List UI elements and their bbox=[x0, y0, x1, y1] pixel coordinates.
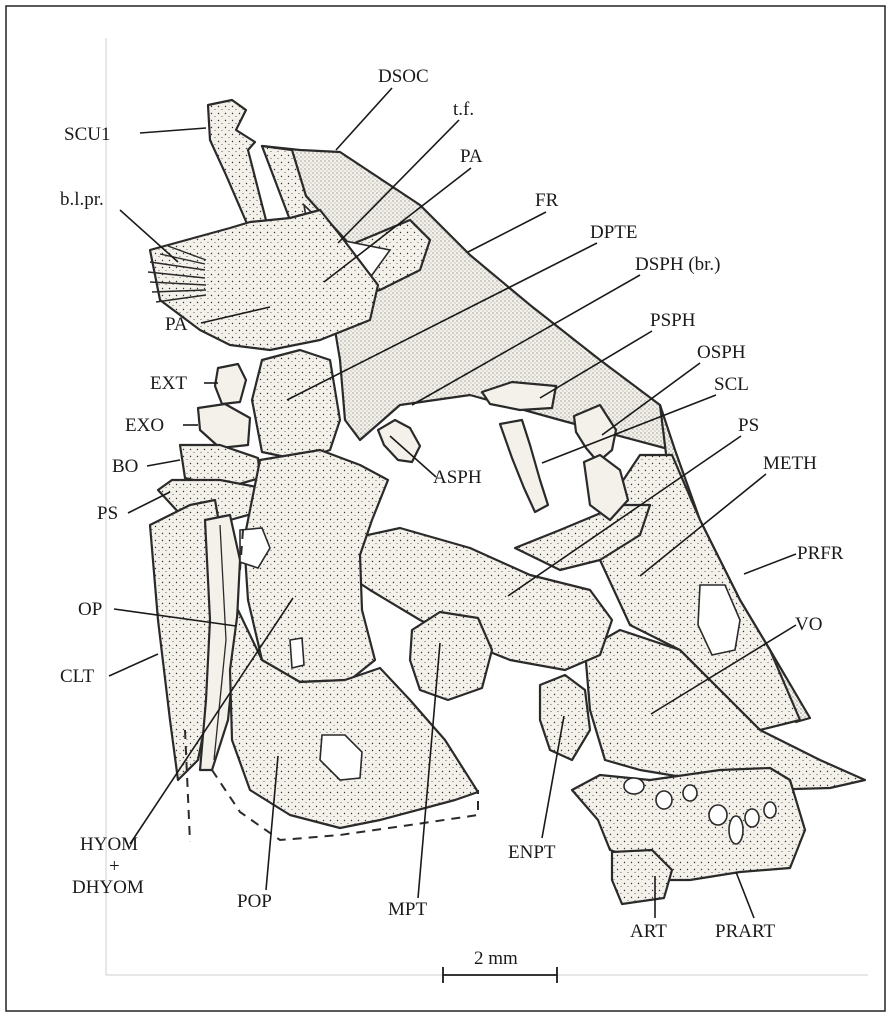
label-clt: CLT bbox=[60, 666, 95, 687]
label-bo: BO bbox=[112, 456, 138, 477]
label-dsoc: DSOC bbox=[378, 66, 429, 87]
label-pop: POP bbox=[237, 891, 272, 912]
label-pa-top: PA bbox=[460, 146, 483, 167]
extrascapular-bone bbox=[215, 364, 246, 404]
label-prart: PRART bbox=[715, 921, 775, 942]
label-enpt: ENPT bbox=[508, 842, 556, 863]
label-vo: VO bbox=[795, 614, 822, 635]
label-scl: SCL bbox=[714, 374, 749, 395]
label-blpr: b.l.pr. bbox=[60, 189, 104, 210]
scale-bar-label: 2 mm bbox=[474, 948, 518, 969]
label-ext: EXT bbox=[150, 373, 187, 394]
label-asph: ASPH bbox=[433, 467, 482, 488]
dermopterotic-stipple bbox=[252, 350, 340, 460]
label-hyom-2: + bbox=[109, 856, 120, 877]
label-meth: METH bbox=[763, 453, 817, 474]
label-hyom-3: DHYOM bbox=[72, 877, 144, 898]
label-scu1: SCU1 bbox=[64, 124, 110, 145]
label-hyom-1: HYOM bbox=[80, 834, 138, 855]
label-prfr: PRFR bbox=[797, 543, 844, 564]
label-osph: OSPH bbox=[697, 342, 746, 363]
label-psph: PSPH bbox=[650, 310, 696, 331]
label-dsph: DSPH (br.) bbox=[635, 254, 721, 275]
label-ps-left: PS bbox=[97, 503, 118, 524]
label-op: OP bbox=[78, 599, 102, 620]
label-exo: EXO bbox=[125, 415, 164, 436]
hyomandibular-foramen bbox=[290, 638, 304, 668]
label-tf: t.f. bbox=[453, 99, 474, 120]
metapterygoid-stipple bbox=[410, 612, 492, 700]
label-ps-right: PS bbox=[738, 415, 759, 436]
label-art: ART bbox=[630, 921, 667, 942]
label-mpt: MPT bbox=[388, 899, 427, 920]
label-dpte: DPTE bbox=[590, 222, 638, 243]
label-pa-left: PA bbox=[165, 314, 188, 335]
label-fr: FR bbox=[535, 190, 559, 211]
